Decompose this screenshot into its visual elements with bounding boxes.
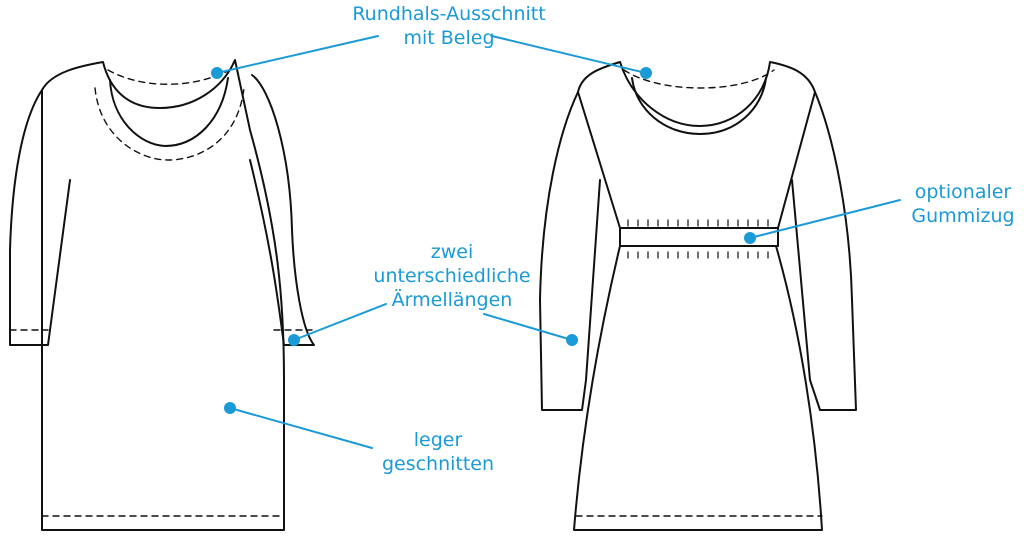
- label-fit-line2: geschnitten: [381, 453, 495, 475]
- dress-left-body-outline: [41, 59, 285, 531]
- callout-dot-neck-right: [640, 67, 652, 79]
- label-neckline-line1: Rundhals-Ausschnitt: [352, 3, 546, 25]
- label-neckline: Rundhals-Ausschnitt mit Beleg: [318, 2, 580, 50]
- callout-dot-sleeve-right: [566, 334, 578, 346]
- callout-line-neck-left: [216, 35, 379, 74]
- dress-left-neck-stitch-inner: [94, 87, 245, 161]
- callout-dots: [211, 67, 756, 414]
- dress-right-neck-facing: [631, 77, 767, 135]
- label-neckline-line2: mit Beleg: [403, 27, 495, 49]
- callouts: [216, 35, 901, 449]
- callout-dot-neck-left: [211, 67, 223, 79]
- label-sleeves-line3: Ärmellängen: [391, 289, 513, 311]
- callout-line-fit: [229, 407, 373, 449]
- dress-right-waistband: [619, 227, 779, 247]
- dress-left: [9, 59, 315, 531]
- dress-left-right-sleeve: [249, 74, 315, 346]
- callout-dot-fit: [224, 402, 236, 414]
- dress-right-gather-ticks-bottom: [627, 251, 769, 259]
- label-sleeves: zwei unterschiedliche Ärmellängen: [332, 240, 572, 312]
- dress-right: [539, 61, 857, 531]
- dress-right-left-sleeve: [539, 91, 601, 411]
- dress-left-neck-facing: [109, 77, 229, 147]
- label-elastic: optionaler Gummizug: [880, 180, 1024, 228]
- dress-left-left-sleeve: [9, 89, 71, 346]
- label-fit-line1: leger: [413, 429, 463, 451]
- callout-dot-elastic: [744, 232, 756, 244]
- label-elastic-line2: Gummizug: [911, 205, 1015, 227]
- label-sleeves-line2: unterschiedliche: [373, 265, 531, 287]
- label-fit: leger geschnitten: [358, 428, 518, 476]
- dress-right-neck-stitch: [623, 69, 775, 89]
- dress-right-skirt-outline: [573, 245, 823, 531]
- callout-line-neck-right: [491, 35, 647, 74]
- dress-right-bodice-outline: [577, 61, 816, 229]
- label-sleeves-line1: zwei: [430, 241, 474, 263]
- callout-line-sleeve-right: [483, 313, 573, 341]
- callout-dot-sleeve-left: [288, 334, 300, 346]
- callout-line-elastic: [749, 199, 901, 239]
- callout-line-sleeve-left: [293, 303, 387, 341]
- dress-right-gather-ticks-top: [627, 219, 769, 227]
- label-elastic-line1: optionaler: [914, 181, 1012, 203]
